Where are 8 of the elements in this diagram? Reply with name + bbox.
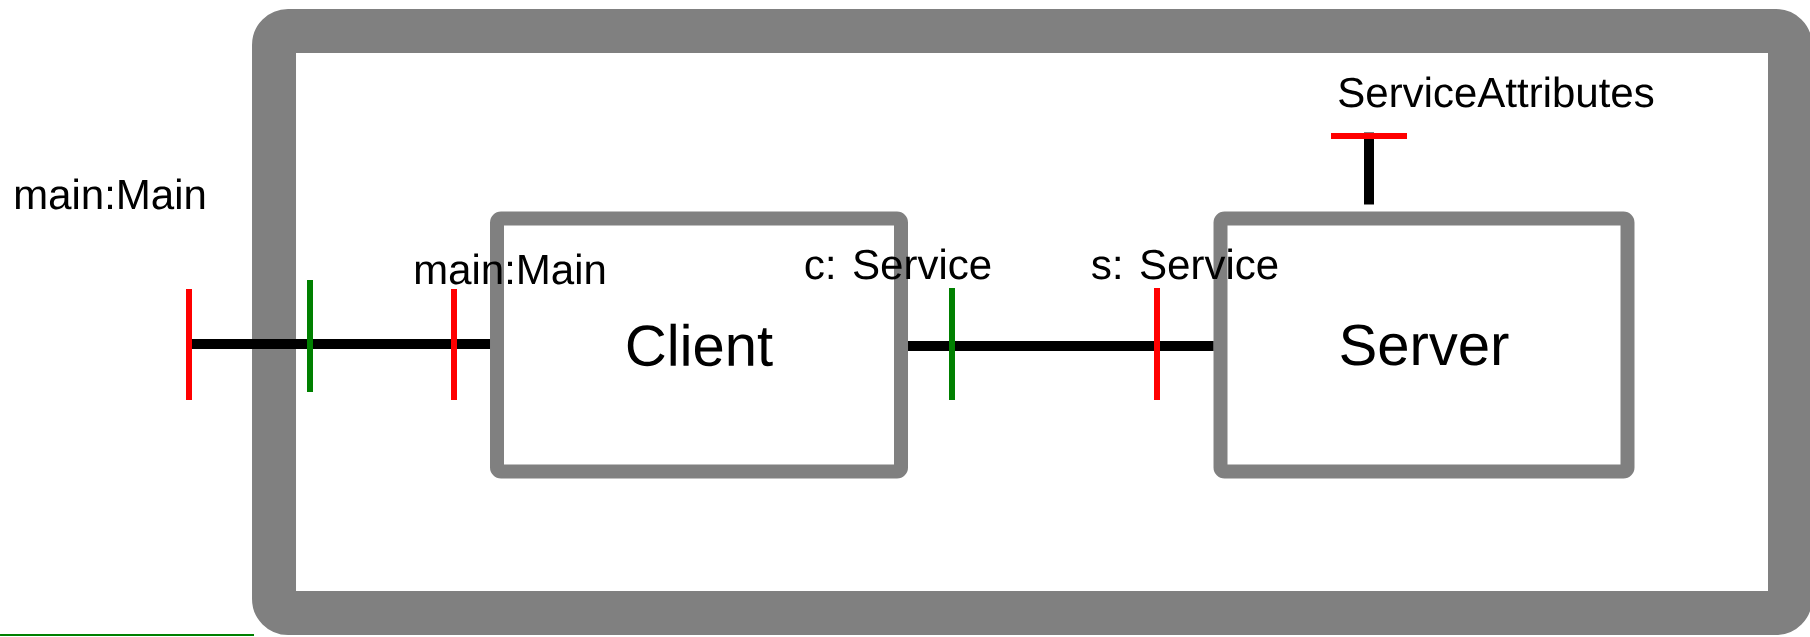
- connector: [190, 339, 490, 349]
- connector: [1364, 132, 1374, 205]
- connector: [908, 341, 1214, 351]
- port-label: ServiceAttributes: [1339, 76, 1654, 108]
- port-label: s: Service: [1092, 248, 1278, 280]
- port-label: c: Service: [805, 248, 991, 280]
- frame-label: main:Main: [15, 178, 205, 210]
- port-label: main:Main: [415, 253, 605, 285]
